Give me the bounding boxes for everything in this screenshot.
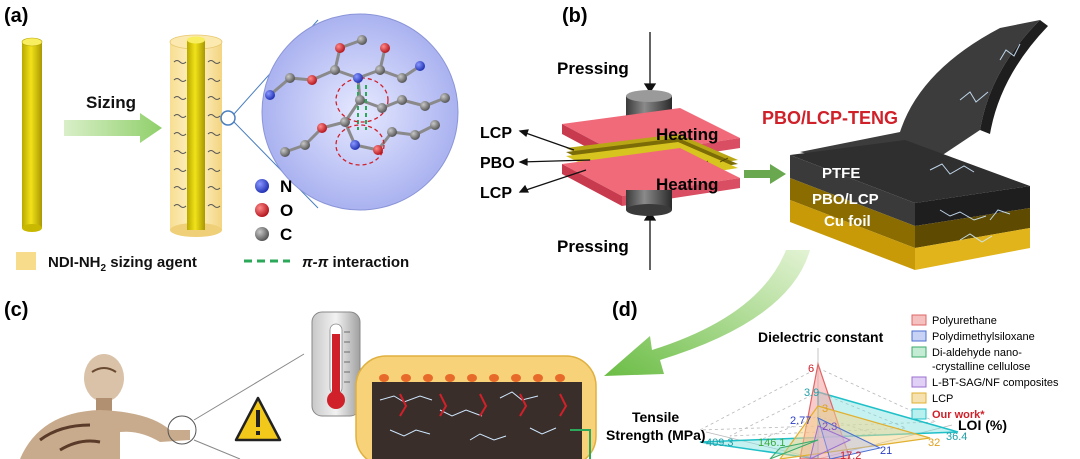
series-polydimethylsiloxane bbox=[817, 417, 882, 459]
molecule-zoom-circle bbox=[261, 13, 459, 211]
value-label-36-4: 36.4 bbox=[946, 431, 967, 443]
panel-c-label: (c) bbox=[4, 299, 28, 321]
layer-label-pbo: PBO bbox=[480, 155, 515, 172]
svg-text:NDI-NH2 sizing agent: NDI-NH2 sizing agent bbox=[48, 254, 197, 274]
series-cellulose bbox=[769, 439, 819, 459]
pi-pi-word: interaction bbox=[328, 254, 409, 271]
sizing-wave-marks bbox=[173, 60, 221, 208]
series-l-bt-sag-nf bbox=[809, 425, 852, 459]
bottom-press-cylinder bbox=[626, 190, 672, 216]
discharge-streaks bbox=[929, 43, 1021, 243]
legend-swatch-lcp bbox=[911, 392, 927, 404]
axis-label-loi: LOI (%) bbox=[958, 417, 1007, 433]
teng-layer-pbo-lcp: PBO/LCP bbox=[812, 191, 879, 208]
zoom-origin-circle bbox=[220, 110, 236, 126]
legend-label-l-bt-sag: L-BT-SAG/NF composites bbox=[932, 377, 1059, 389]
panel-d: (d) 6 3.9 3 2.77 2.3 36.4 32 21 17.2 40 bbox=[606, 299, 1059, 459]
heating-top-label: Heating bbox=[656, 125, 718, 144]
sizing-label: Sizing bbox=[86, 93, 136, 112]
sized-fiber bbox=[169, 34, 236, 237]
sizing-agent-swatch bbox=[16, 252, 36, 270]
atom-c-swatch bbox=[255, 227, 269, 241]
value-label-2-77: 2.77 bbox=[790, 415, 811, 427]
legend-swatch-our-work bbox=[911, 408, 927, 420]
pi-pi-symbol: π-π bbox=[302, 254, 329, 271]
panel-c: (c) bbox=[4, 299, 597, 459]
axis-label-tensile-line1: Tensile bbox=[632, 409, 679, 425]
legend-label-pdms: Polydimethylsiloxane bbox=[932, 331, 1035, 343]
panel-b-label: (b) bbox=[562, 5, 588, 27]
sizing-arrow bbox=[64, 113, 162, 143]
value-label-2-3: 2.3 bbox=[822, 421, 837, 433]
teng-title: PBO/LCP-TENG bbox=[762, 108, 898, 128]
teng-device bbox=[790, 20, 1048, 270]
molecule-atoms bbox=[265, 35, 450, 157]
panel-a-label: (a) bbox=[4, 5, 28, 27]
atom-o-swatch bbox=[255, 203, 269, 217]
radar-legend: Polyurethane Polydimethylsiloxane Di-ald… bbox=[911, 314, 1059, 421]
legend-swatch-polyurethane bbox=[911, 314, 927, 326]
pressing-top-label: Pressing bbox=[557, 59, 629, 78]
sizing-agent-suffix: sizing agent bbox=[106, 254, 197, 271]
atom-c-label: C bbox=[280, 225, 292, 244]
legend-swatch-pdms bbox=[911, 330, 927, 342]
series-lcp bbox=[779, 405, 931, 459]
robot-zoom-lines bbox=[193, 353, 305, 459]
teng-layer-ptfe: PTFE bbox=[822, 165, 860, 182]
thermometer-icon bbox=[311, 311, 361, 417]
layer-pointer-arrows bbox=[518, 129, 591, 193]
atom-n-swatch bbox=[255, 179, 269, 193]
pressing-bottom-label: Pressing bbox=[557, 237, 629, 256]
press-arrows bbox=[643, 32, 657, 270]
hot-press-stack bbox=[562, 108, 740, 206]
value-label-409-3: 409.3 bbox=[706, 437, 734, 449]
warning-icon bbox=[234, 396, 282, 442]
axis-label-tensile-line2: Strength (MPa) bbox=[606, 427, 706, 443]
value-label-3-9: 3.9 bbox=[804, 387, 819, 399]
transition-arrow-curved bbox=[604, 250, 810, 376]
value-label-17-2: 17.2 bbox=[840, 450, 861, 459]
svg-text:π-π interaction: π-π interaction bbox=[302, 254, 409, 271]
value-label-146-1: 146.1 bbox=[758, 437, 786, 449]
panel-d-label: (d) bbox=[612, 299, 638, 321]
layer-label-lcp-bottom: LCP bbox=[480, 185, 512, 202]
sizing-legend: NDI-NH2 sizing agent π-π interaction bbox=[16, 252, 409, 274]
value-label-21: 21 bbox=[880, 445, 892, 457]
heated-material-block bbox=[355, 355, 597, 459]
legend-label-our-work: Our work* bbox=[932, 409, 985, 421]
pi-pi-interaction-lines bbox=[357, 85, 367, 130]
plain-fiber bbox=[21, 37, 43, 232]
value-label-3: 3 bbox=[822, 403, 828, 415]
axis-label-dielectric: Dielectric constant bbox=[758, 329, 884, 345]
atom-n-label: N bbox=[280, 177, 292, 196]
robot-illustration bbox=[20, 354, 197, 459]
atom-legend: N O C bbox=[255, 177, 293, 244]
sizing-agent-subscript: 2 bbox=[101, 263, 107, 274]
value-label-6: 6 bbox=[808, 363, 814, 375]
flame-marks bbox=[379, 374, 565, 382]
legend-label-polyurethane: Polyurethane bbox=[932, 315, 997, 327]
atom-o-label: O bbox=[280, 201, 293, 220]
layer-label-lcp-top: LCP bbox=[480, 125, 512, 142]
process-arrow-right bbox=[744, 164, 786, 184]
sizing-agent-label: NDI-NH bbox=[48, 254, 101, 271]
radar-series bbox=[699, 361, 959, 459]
value-label-32: 32 bbox=[928, 437, 940, 449]
legend-swatch-l-bt-sag bbox=[911, 376, 927, 388]
legend-swatch-cellulose bbox=[911, 346, 927, 358]
panel-b: (b) Pressing Pressing bbox=[480, 5, 1048, 270]
legend-label-lcp: LCP bbox=[932, 393, 953, 405]
legend-label-cellulose: Di-aldehyde nano- bbox=[932, 347, 1022, 359]
panel-a: (a) Sizing bbox=[4, 5, 459, 274]
teng-layer-cu-foil: Cu foil bbox=[824, 213, 871, 230]
heating-bottom-label: Heating bbox=[656, 175, 718, 194]
legend-label-cellulose-line2: -crystalline cellulose bbox=[932, 361, 1030, 373]
